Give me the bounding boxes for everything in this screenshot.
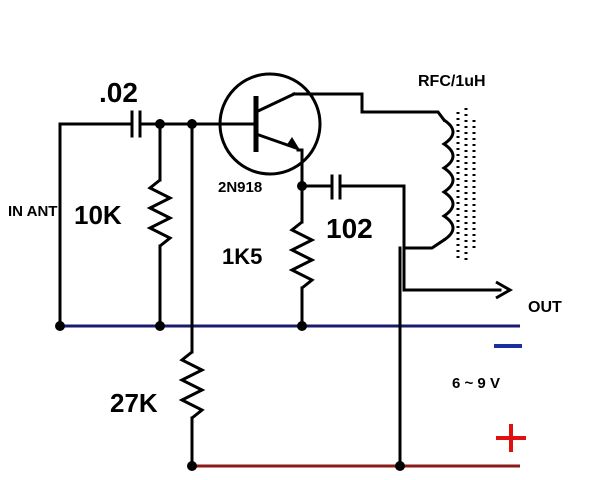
resistor-1k5: [288, 184, 316, 328]
junction-dot: [297, 321, 307, 331]
input-wire: [58, 122, 134, 328]
label-r-1k5: 1K5: [222, 244, 262, 269]
label-cap-input: .02: [99, 77, 138, 108]
junction-dot: [297, 181, 307, 191]
label-out: OUT: [528, 299, 562, 316]
resistor-27k: [178, 122, 206, 468]
rfc-inductor: [360, 92, 476, 262]
transistor-2n918: [218, 72, 364, 188]
label-rfc: RFC/1uH: [418, 73, 486, 90]
label-in-ant: IN ANT: [8, 203, 57, 220]
feedback-capacitor-102: [300, 174, 406, 292]
plus-icon: [496, 424, 526, 452]
junction-dot: [55, 321, 65, 331]
resistor-10k: [146, 122, 174, 328]
label-voltage: 6 ~ 9 V: [452, 375, 500, 392]
junction-dot: [187, 461, 197, 471]
label-r-27k: 27K: [110, 388, 158, 418]
label-cap-102: 102: [326, 213, 373, 244]
output-wire: [402, 280, 514, 300]
junction-dot: [187, 119, 197, 129]
label-transistor: 2N918: [218, 179, 262, 196]
junction-dot: [155, 119, 165, 129]
junction-dot: [395, 461, 405, 471]
junction-dot: [155, 321, 165, 331]
label-r-10k: 10K: [74, 200, 122, 230]
